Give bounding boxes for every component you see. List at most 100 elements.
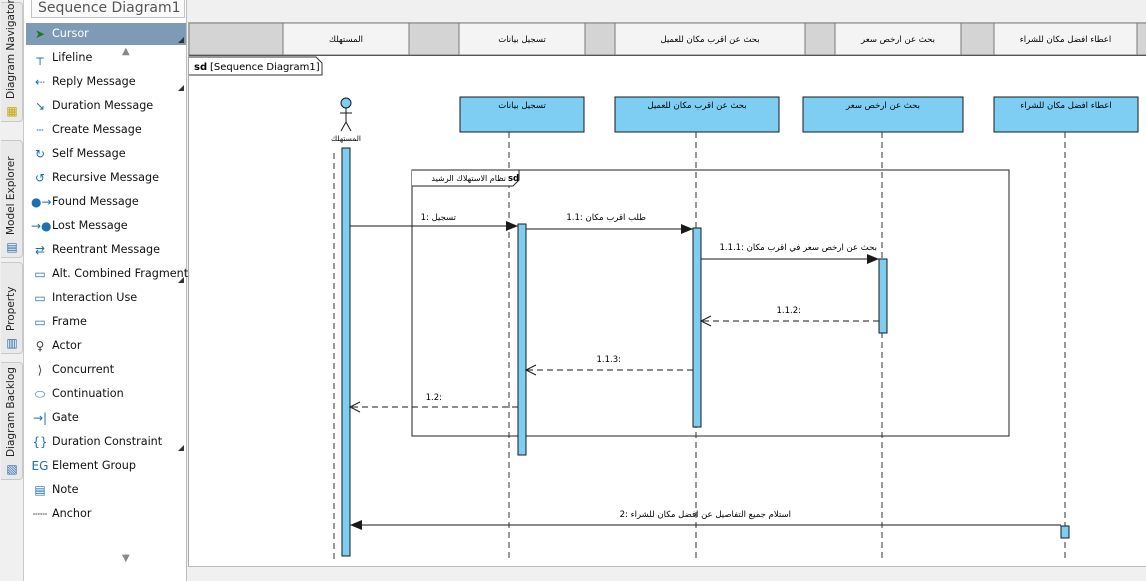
more-options-icon[interactable] [178, 277, 184, 283]
property-icon: ▥ [6, 336, 18, 350]
palette-item-note[interactable]: ▤Note [26, 479, 186, 501]
palette-item-interaction-use[interactable]: ▭Interaction Use [26, 287, 186, 309]
palette-item-lost-message[interactable]: →●Lost Message [26, 215, 186, 237]
actor-leg [340, 121, 347, 132]
lifeline-icon: ┬ [36, 51, 44, 65]
palette-item-reply-message[interactable]: ⇠ Reply Message [26, 71, 186, 93]
fragment-tab [412, 169, 520, 187]
header-lane-spacer [960, 23, 995, 56]
lifeline-box[interactable] [993, 96, 1139, 133]
message-arrowhead [681, 224, 693, 234]
cursor-icon: ➤ [34, 27, 46, 41]
more-options-icon[interactable] [178, 37, 184, 43]
header-lane-label: بحث عن اقرب مكان للعميل [660, 35, 759, 45]
frame-title: [Sequence Diagram1] [210, 62, 320, 73]
recursive-message-icon: ↺ [34, 171, 46, 185]
message-arrowhead [348, 401, 361, 413]
lifeline-name: بحث عن اقرب مكان للعميل [647, 101, 746, 111]
continuation-icon: ⬭ [34, 387, 46, 401]
palette-item-create-message[interactable]: ┄Create Message [26, 119, 186, 141]
palette-item-concurrent[interactable]: ⟩ Concurrent [26, 359, 186, 381]
activation-bar[interactable] [341, 147, 351, 557]
activation-bar[interactable] [692, 227, 702, 428]
self-message-icon: ↻ [34, 147, 46, 161]
more-options-icon[interactable] [178, 85, 184, 91]
activation-bar[interactable] [878, 258, 888, 334]
side-tab-diagram-backlog[interactable]: Diagram Backlog▧ [1, 362, 23, 480]
palette-item-duration-constraint[interactable]: {}Duration Constraint [26, 431, 186, 453]
reply-message-icon: ⇠ [34, 75, 46, 89]
message-arrowhead [699, 315, 712, 327]
palette-item-label: Interaction Use [52, 291, 138, 304]
duration-message-icon: ↘ [34, 99, 46, 113]
fragment-keyword: sd [508, 174, 519, 184]
palette-item-lifeline[interactable]: ┬Lifeline [26, 47, 186, 69]
activation-bar[interactable] [517, 223, 527, 456]
palette-item-found-message[interactable]: ●→Found Message [26, 191, 186, 213]
palette-item-gate[interactable]: →|Gate [26, 407, 186, 429]
palette-item-alt-combined-fragment[interactable]: ▭Alt. Combined Fragment [26, 263, 188, 285]
activation-bar[interactable] [1060, 525, 1070, 539]
more-options-icon[interactable] [178, 445, 184, 451]
message-label: 1.1.1: بحث عن ارخص سعر في اقرب مكان [719, 243, 877, 253]
concurrent-icon: ⟩ [37, 363, 43, 377]
palette-item-cursor[interactable]: ➤ Cursor [26, 23, 186, 45]
found-message-icon: ●→ [31, 195, 52, 209]
frame-tab [189, 56, 323, 76]
message-label: 2: استلام جميع التفاصيل عن افضل مكان للش… [620, 510, 791, 520]
header-lane-spacer [804, 23, 836, 56]
palette-item-self-message[interactable]: ↻Self Message [26, 143, 186, 165]
side-tab-strip: Diagram Navigator▦ Model Explorer▤ Propert… [0, 0, 24, 581]
palette-item-label: Gate [52, 411, 79, 424]
message-arrowhead [867, 254, 879, 264]
palette-item-label: Concurrent [52, 363, 115, 376]
header-lane[interactable] [282, 23, 410, 56]
actor-head-icon[interactable] [340, 97, 352, 109]
side-tab-diagram-navigator[interactable]: Diagram Navigator▦ [1, 0, 23, 122]
palette-scroll-down-icon[interactable]: ▼ [122, 553, 130, 564]
create-message-icon: ┄ [36, 123, 44, 137]
palette-item-duration-message[interactable]: ↘ Duration Message [26, 95, 186, 117]
lifeline-box[interactable] [459, 96, 585, 133]
duration-constraint-icon: {} [32, 435, 48, 449]
palette-item-label: Recursive Message [52, 171, 160, 184]
message-label: 1.2: [426, 393, 442, 403]
palette-item-frame[interactable]: ▭Frame [26, 311, 186, 333]
note-icon: ▤ [34, 483, 46, 497]
palette-item-anchor[interactable]: ┄┄Anchor [26, 503, 186, 525]
combined-fragment-icon: ▭ [34, 267, 46, 281]
palette-item-label: Element Group [52, 459, 136, 472]
palette-item-reentrant-message[interactable]: ⇄Reentrant Message [26, 239, 186, 261]
palette-item-label: Duration Message [52, 99, 154, 112]
palette-item-label: Anchor [52, 507, 92, 520]
palette-scroll-up-icon[interactable]: ▲ [122, 46, 130, 57]
combined-fragment[interactable] [411, 169, 1010, 437]
palette-item-label: Actor [52, 339, 82, 352]
diagram-tab[interactable]: Sequence Diagram1 [31, 0, 185, 18]
palette-item-label: Continuation [52, 387, 124, 400]
frame-keyword: sd [194, 62, 207, 73]
side-tab-property[interactable]: Property▥ [1, 262, 23, 354]
model-explorer-icon: ▤ [6, 240, 18, 254]
palette-item-label: Lost Message [52, 219, 128, 232]
palette-item-label: Reply Message [52, 75, 136, 88]
actor-leg [345, 121, 352, 132]
lifeline-box[interactable] [614, 96, 780, 133]
header-lane-spacer [189, 23, 284, 56]
diagram-backlog-icon: ▧ [6, 462, 18, 476]
side-tab-model-explorer[interactable]: Model Explorer▤ [1, 140, 23, 258]
palette-item-recursive-message[interactable]: ↺ Recursive Message [26, 167, 186, 189]
palette-item-label: Found Message [52, 195, 139, 208]
palette-item-label: Cursor [52, 27, 89, 40]
header-lane[interactable] [834, 23, 962, 56]
palette-item-label: Frame [52, 315, 87, 328]
header-lane-label: بحث عن ارخص سعر [860, 35, 935, 45]
header-lane[interactable] [614, 23, 806, 56]
message-arrowhead [350, 520, 362, 530]
palette-item-continuation[interactable]: ⬭ Continuation [26, 383, 186, 405]
lifeline-box[interactable] [802, 96, 964, 133]
palette-item-actor[interactable]: ♀Actor [26, 335, 186, 357]
